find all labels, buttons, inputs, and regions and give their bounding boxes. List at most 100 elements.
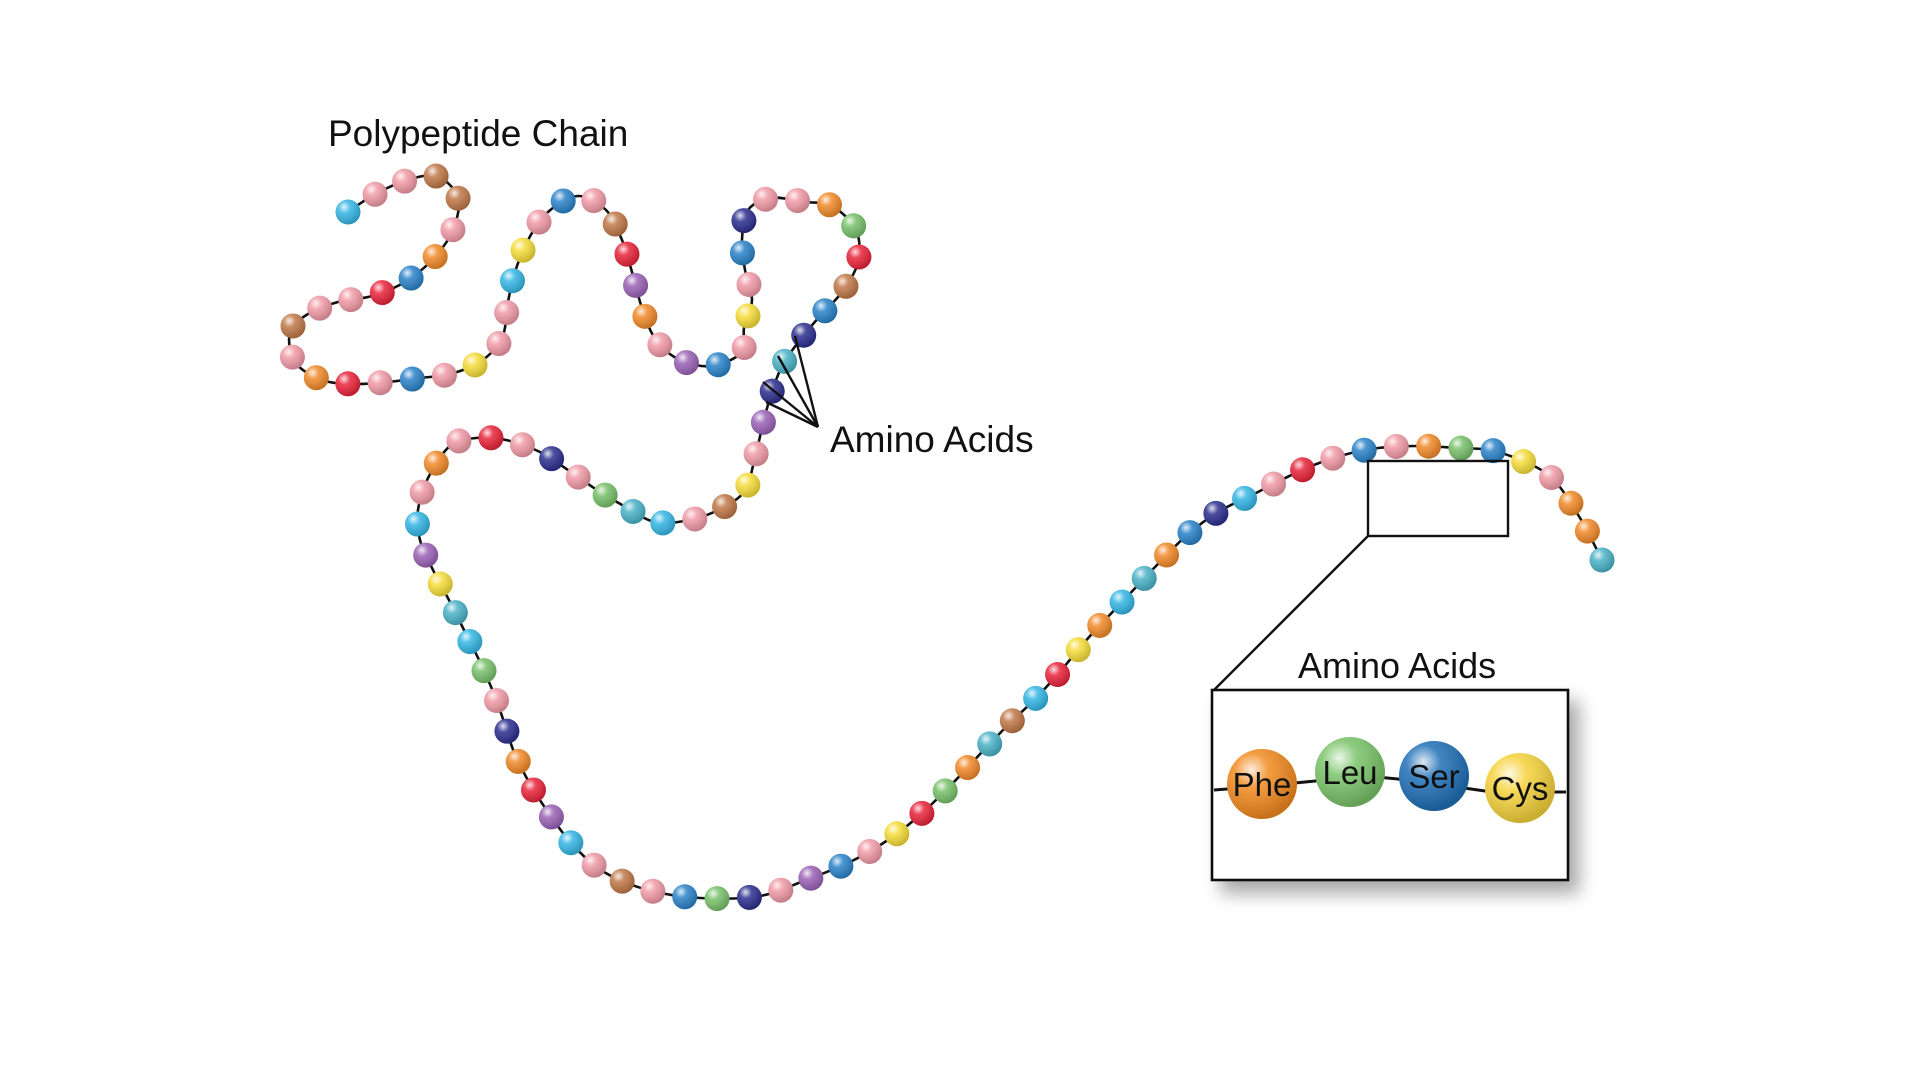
inset-acid-cys: Cys (1485, 753, 1555, 823)
amino-acid-bead (509, 432, 535, 458)
amino-acid-bead (909, 800, 935, 826)
inset-acid-leu: Leu (1315, 737, 1385, 807)
inset-backbone (1213, 774, 1566, 794)
amino-acid-bead (442, 600, 468, 626)
inset-acid-label: Cys (1492, 770, 1549, 807)
amino-acid-bead (632, 303, 658, 329)
amino-acid-bead (558, 830, 584, 856)
amino-acid-bead (1177, 520, 1203, 546)
amino-acid-bead (1232, 485, 1258, 511)
amino-acid-bead (650, 510, 676, 536)
amino-acid-bead (1351, 437, 1377, 463)
amino-acid-bead (1558, 490, 1584, 516)
amino-acid-bead (1416, 433, 1442, 459)
amino-acid-bead (431, 362, 457, 388)
amino-acid-bead (932, 778, 958, 804)
amino-acid-bead (1023, 685, 1049, 711)
amino-acid-bead (620, 498, 646, 524)
amino-acid-bead (484, 688, 510, 714)
amino-acid-bead (581, 852, 607, 878)
amino-acid-bead (538, 804, 564, 830)
amino-acid-bead (1589, 547, 1615, 573)
amino-acids-pointer (762, 335, 820, 429)
amino-acid-bead (404, 511, 430, 537)
amino-acid-bead (445, 185, 471, 211)
amino-acid-bead (735, 472, 761, 498)
amino-acid-bead (647, 332, 673, 358)
amino-acids-label: Amino Acids (830, 419, 1034, 460)
amino-acid-bead (672, 884, 698, 910)
amino-acid-bead (505, 748, 531, 774)
amino-acid-bead (462, 352, 488, 378)
amino-acid-bead (1154, 542, 1180, 568)
amino-acid-bead (1087, 612, 1113, 638)
amino-acid-bead (736, 271, 762, 297)
amino-acid-bead (1448, 435, 1474, 461)
amino-acid-bead (550, 188, 576, 214)
amino-acid-bead (335, 371, 361, 397)
amino-acid-bead (841, 213, 867, 239)
amino-acid-bead (1261, 471, 1287, 497)
amino-acid-bead (750, 409, 776, 435)
amino-acid-bead (422, 244, 448, 270)
amino-acid-bead (307, 295, 333, 321)
amino-acid-bead (478, 425, 504, 451)
amino-acid-beads (279, 163, 1615, 912)
amino-acid-bead (743, 441, 769, 467)
amino-acid-bead (609, 868, 635, 894)
amino-acid-bead (440, 217, 466, 243)
amino-acid-bead (846, 244, 872, 270)
amino-acid-bead (303, 365, 329, 391)
amino-acid-bead (1203, 500, 1229, 526)
amino-acid-bead (768, 877, 794, 903)
amino-acid-bead (833, 273, 859, 299)
inset-acid-ser: Ser (1399, 741, 1469, 811)
amino-acid-bead (999, 708, 1025, 734)
amino-acid-bead (614, 241, 640, 267)
amino-acid-bead (471, 658, 497, 684)
amino-acid-bead (494, 718, 520, 744)
amino-acid-bead (398, 265, 424, 291)
amino-acid-bead (1320, 445, 1346, 471)
amino-acid-bead (1045, 662, 1071, 688)
amino-acid-bead (640, 878, 666, 904)
amino-acid-bead (977, 731, 1003, 757)
amino-acid-bead (499, 268, 525, 294)
amino-acid-bead (673, 350, 699, 376)
zoom-connector-line (1213, 535, 1369, 691)
amino-acid-bead (1511, 449, 1537, 475)
amino-acid-bead (581, 188, 607, 214)
amino-acid-bead (772, 348, 798, 374)
amino-acid-bead (565, 464, 591, 490)
amino-acid-bead (409, 479, 435, 505)
amino-acid-bead (798, 865, 824, 891)
amino-acid-bead (736, 884, 762, 910)
inset-acid-phe: Phe (1227, 749, 1297, 819)
amino-acid-bead (735, 303, 761, 329)
amino-acid-bead (1131, 565, 1157, 591)
amino-acid-bead (399, 366, 425, 392)
inset-acid-label: Phe (1233, 766, 1292, 803)
inset-title: Amino Acids (1298, 645, 1496, 686)
amino-acid-bead (784, 188, 810, 214)
amino-acid-bead (362, 181, 388, 207)
amino-acid-bead (816, 192, 842, 218)
amino-acid-bead (367, 370, 393, 396)
amino-acid-bead (486, 331, 512, 357)
amino-acid-bead (1383, 433, 1409, 459)
amino-acid-bead (369, 280, 395, 306)
amino-acid-bead (1538, 465, 1564, 491)
amino-acid-bead (857, 838, 883, 864)
amino-acid-bead (510, 237, 536, 263)
amino-acid-bead (731, 208, 757, 234)
inset-acid-label: Leu (1322, 754, 1377, 791)
amino-acid-bead (446, 428, 472, 454)
amino-acid-bead (335, 199, 361, 225)
amino-acid-bead (1109, 589, 1135, 615)
amino-acid-bead (457, 629, 483, 655)
amino-acid-bead (1574, 518, 1600, 544)
amino-acid-bead (494, 300, 520, 326)
amino-acid-bead (602, 211, 628, 237)
amino-acid-bead (729, 240, 755, 266)
